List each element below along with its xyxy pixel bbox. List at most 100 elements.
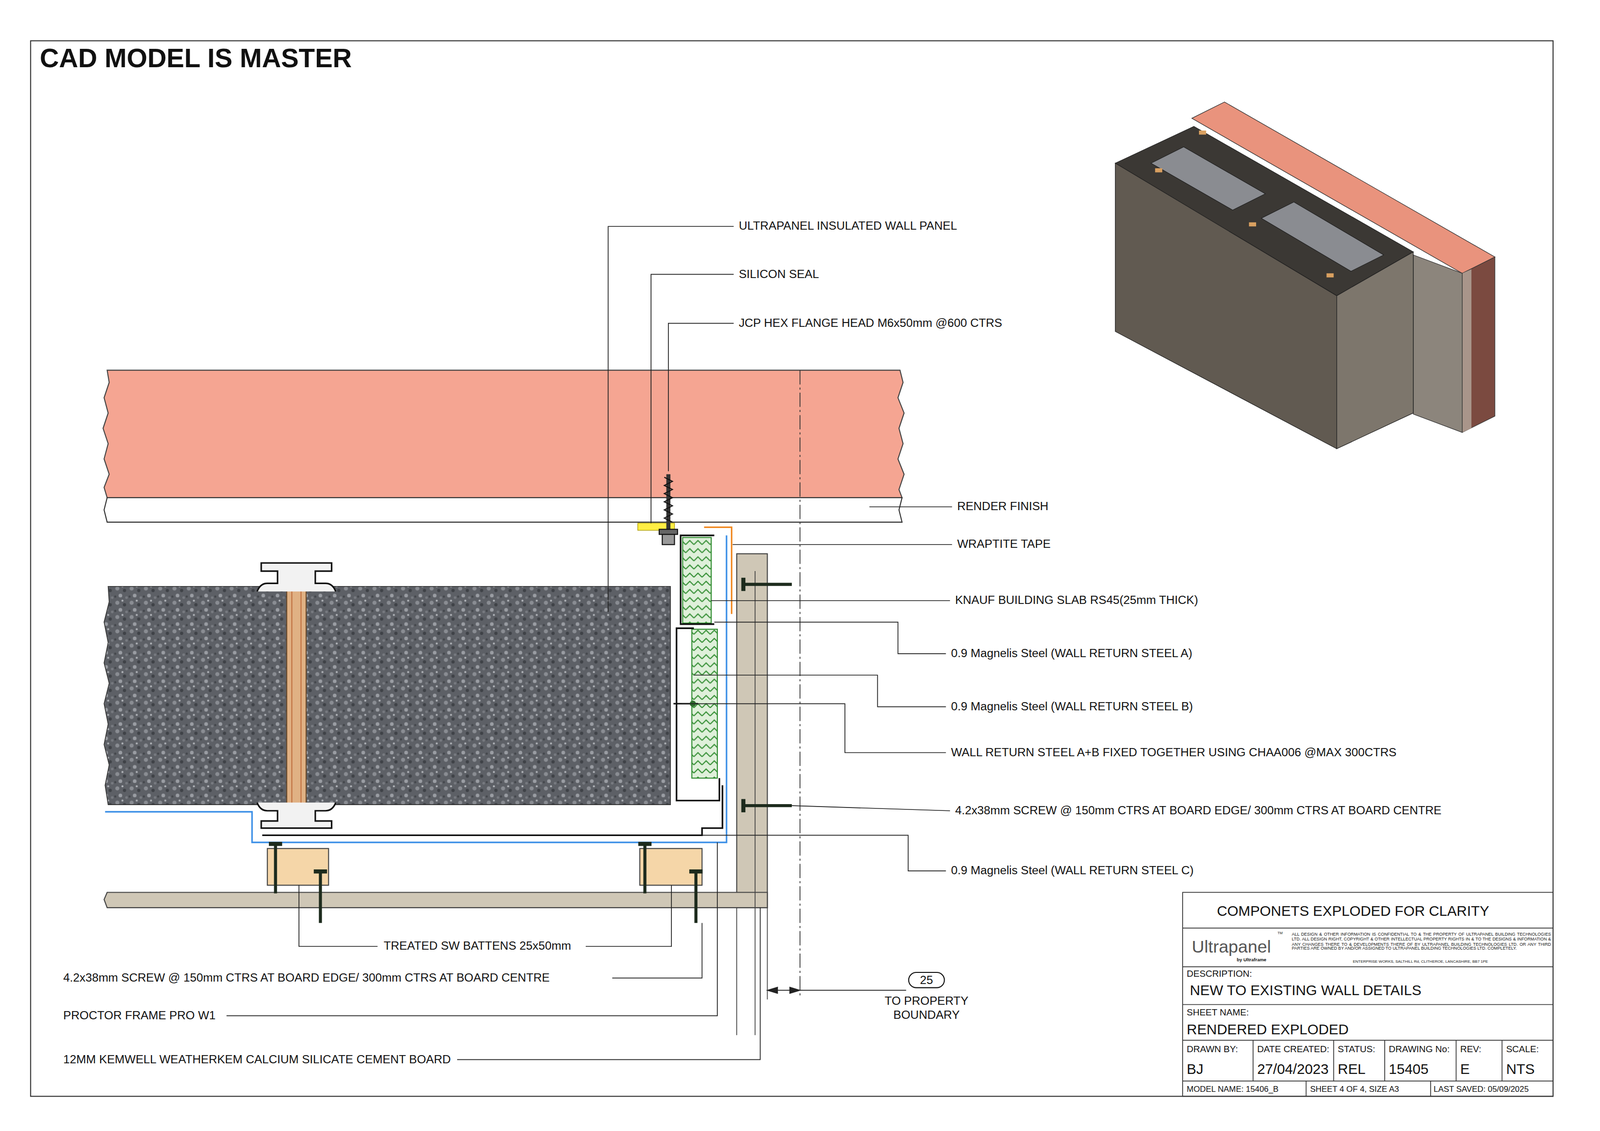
title-block-text: E [1460,1060,1470,1078]
callout-label: PROCTOR FRAME PRO W1 [63,1009,216,1023]
cement-board [767,907,769,1000]
leader-line [298,885,378,948]
isometric-view [1115,162,1337,449]
timber-stud [300,563,302,828]
callout-label: ULTRAPANEL INSULATED WALL PANEL [738,219,957,234]
isometric-view [1462,269,1472,433]
leader-line [668,323,734,472]
title-block-text: BJ [1186,1060,1204,1078]
title-block-text: COMPONETS EXPLODED FOR CLARITY [1216,902,1490,919]
cement-board [754,571,756,1036]
isometric-view [1413,254,1463,433]
screws [741,800,745,813]
insulated-panel [103,586,671,805]
screws [318,872,322,923]
isometric-view [1336,251,1414,449]
timber-stud [286,563,307,828]
dimension-line [767,990,906,992]
title-block [1305,1081,1307,1097]
title-block [1455,1040,1457,1082]
screws [643,844,647,894]
title-block-text: REV: [1460,1044,1482,1055]
title-block [1430,1081,1432,1097]
screws [744,804,792,808]
title-block-text: 27/04/2023 [1257,1060,1329,1078]
callout-bubble: 25 [907,972,946,989]
centre-line [799,370,801,998]
callout-label: 0.9 Magnelis Steel (WALL RETURN STEEL B) [950,700,1193,714]
title-block-text: Ultrapanel [1191,937,1272,958]
sheet-border [30,40,1554,1097]
title-block-text: REL [1337,1060,1366,1078]
title-block-text: ENTERPRISE WORKS, SALTHILL Rd, CLITHEROE… [1352,959,1489,964]
brick-wall [103,370,904,499]
sheet-title: CAD MODEL IS MASTER [39,44,352,75]
panel-clip [257,802,336,829]
dimension-line [789,987,800,994]
cement-board [736,553,768,908]
steel-return [262,535,723,836]
membrane-line [104,535,727,843]
screws [269,842,282,846]
callout-label: TO PROPERTY BOUNDARY [875,994,978,1023]
battens [639,848,703,886]
screws [638,842,652,846]
cement-board [103,553,768,1036]
cement-board [103,892,768,908]
title-block-text: DATE CREATED: [1257,1044,1330,1055]
render-finish [103,497,903,523]
title-block [1333,1040,1335,1082]
brick-wall [103,370,904,499]
callout-label: WRAPTITE TAPE [957,537,1051,552]
callout-label: WALL RETURN STEEL A+B FIXED TOGETHER USI… [950,746,1397,760]
callout-label: 0.9 Magnelis Steel (WALL RETURN STEEL C) [950,864,1194,878]
title-block-text: TM [1277,931,1283,936]
title-block-text: SHEET 4 OF 4, SIZE A3 [1310,1084,1400,1095]
title-block [1182,892,1554,1097]
isometric-view [1248,222,1257,227]
steel-return [262,785,723,836]
title-block-text: SCALE: [1506,1044,1540,1055]
callout-label: 0.9 Magnelis Steel (WALL RETURN STEEL A) [950,647,1193,661]
knauf-slab [682,537,712,624]
title-block [1252,1040,1254,1082]
isometric-view [1155,168,1163,173]
title-block-text: ALL DESIGN & OTHER INFORMATION IS CONFID… [1291,932,1552,953]
title-block-text: 15405 [1388,1060,1429,1078]
callout-label: TREATED SW BATTENS 25x50mm [383,939,571,954]
membrane-line [104,535,727,843]
leader-line [791,805,950,812]
title-block [1182,927,1554,929]
title-block-text: NEW TO EXISTING WALL DETAILS [1189,982,1422,999]
hex-bolt [659,474,678,546]
screws [269,578,792,924]
leader-line [732,544,953,546]
isometric-view [1115,102,1496,449]
timber-stud [291,563,293,828]
leader-line [457,907,761,1060]
leader-line [681,703,946,753]
panel-clip [257,562,336,829]
screws [314,870,327,874]
title-block-text: STATUS: [1337,1044,1376,1055]
panel-clip [257,562,336,592]
title-block-text: RENDERED EXPLODED [1186,1021,1349,1038]
insulated-panel [103,586,671,805]
title-block-text: SHEET NAME: [1186,1007,1249,1019]
timber-stud [286,563,307,828]
hex-bolt [664,477,673,523]
title-block [1182,1004,1554,1006]
callout-label: KNAUF BUILDING SLAB RS45(25mm THICK) [955,593,1199,608]
screws [741,578,745,591]
callout-label: SILICON SEAL [738,267,819,282]
title-block-text: NTS [1506,1060,1535,1078]
leader-line [701,835,946,872]
title-block [1182,1081,1554,1082]
isometric-view [1326,273,1334,278]
hex-bolt [662,534,675,545]
title-block [1384,1040,1386,1082]
title-block-text: by Ultraframe [1236,957,1267,963]
steel-return [680,535,715,624]
title-block [1182,1039,1554,1041]
